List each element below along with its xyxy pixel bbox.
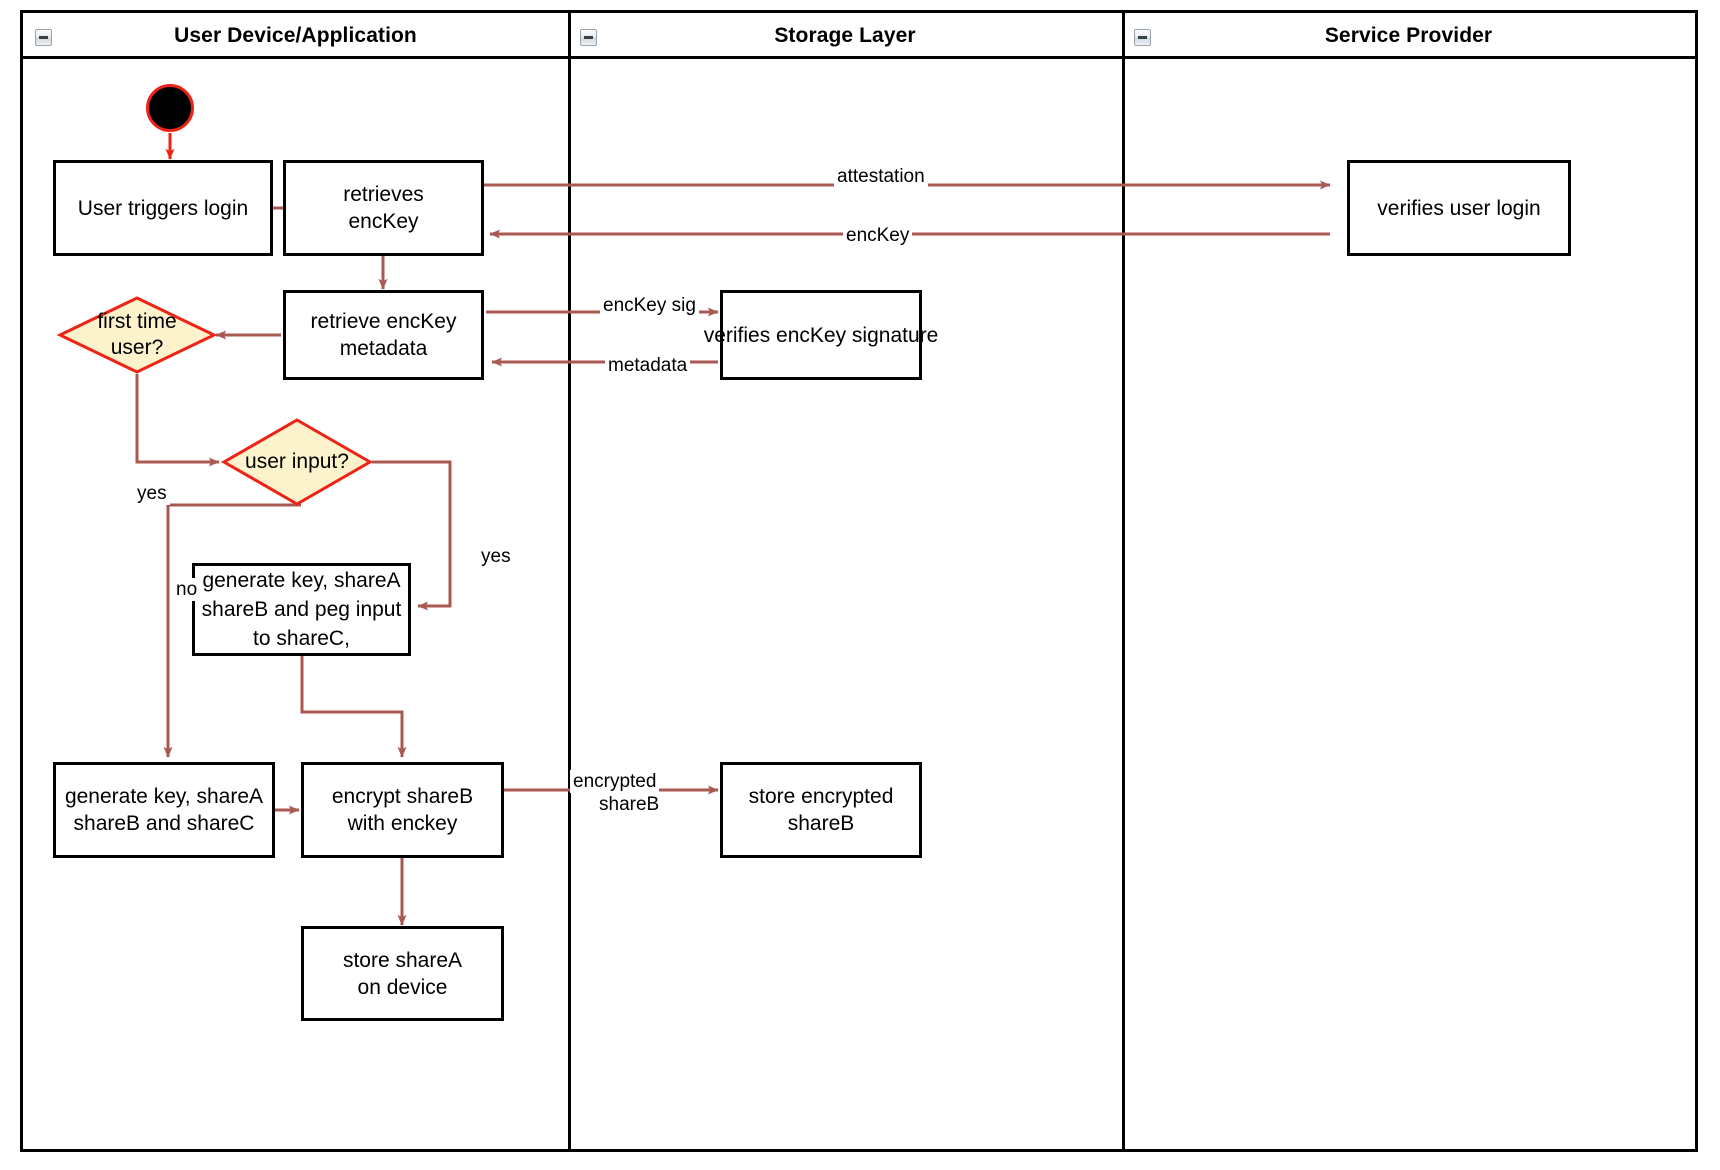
action-store-sharea-on-device[interactable]: store shareA on device	[301, 926, 504, 1021]
action-encrypt-shareb[interactable]: encrypt shareB with enckey	[301, 762, 504, 858]
action-label-line: on device	[357, 975, 448, 999]
action-label-line: shareB	[787, 812, 855, 835]
edge-label-yes-user-input: yes	[478, 545, 514, 568]
action-label-line: encKey	[348, 210, 419, 233]
action-label-line: User triggers login	[77, 196, 249, 220]
edge-label-attestation: attestation	[834, 165, 928, 188]
action-verifies-enckey-signature[interactable]: verifies encKey signature	[704, 290, 938, 380]
edge-label-encrypted-shareb-line1: encrypted	[570, 770, 660, 793]
decision-label-line: user?	[110, 336, 164, 359]
action-label-line: shareB and shareC	[73, 812, 255, 835]
action-label-line: verifies encKey signature	[703, 323, 939, 347]
action-label-line: encrypt shareB	[331, 785, 474, 808]
lane-header-service-provider: Service Provider	[1122, 13, 1695, 59]
swimlane-header-rule	[23, 56, 1695, 59]
diamond-shape	[56, 296, 218, 374]
edge-label-encrypted-shareb-line2: shareB	[596, 793, 663, 816]
action-user-triggers-login[interactable]: User triggers login	[53, 160, 273, 256]
action-retrieve-enckey-metadata[interactable]: retrieve encKey metadata	[283, 290, 484, 380]
edge-label-yes-first-time: yes	[134, 482, 170, 505]
edge-label-enckey-sig: encKey sig	[600, 294, 699, 317]
lane-divider-1	[568, 13, 571, 1149]
lane-header-user-device: User Device/Application	[23, 13, 568, 59]
decision-label: user input?	[245, 449, 349, 475]
lane-header-storage-layer: Storage Layer	[568, 13, 1122, 59]
edge-label-metadata: metadata	[605, 354, 691, 377]
action-label-line: store encrypted	[748, 785, 894, 808]
action-label-line: store shareA	[342, 948, 463, 972]
action-label-line: to shareC,	[253, 627, 350, 650]
action-label-line: retrieve encKey	[310, 310, 457, 333]
action-label-line: retrieves	[343, 183, 424, 206]
action-label-line: generate key, shareA	[64, 785, 264, 808]
collapse-minus-icon-service-provider[interactable]	[1134, 29, 1151, 46]
lane-title-storage-layer: Storage Layer	[774, 24, 916, 47]
edge-label-enckey: encKey	[843, 224, 913, 247]
action-label-line: shareB and peg input	[201, 598, 402, 621]
lane-divider-2	[1122, 13, 1125, 1149]
action-generate-key-shares[interactable]: generate key, shareA shareB and shareC	[53, 762, 275, 858]
action-retrieves-enckey[interactable]: retrieves encKey	[283, 160, 484, 256]
decision-user-input[interactable]: user input?	[220, 418, 374, 506]
action-verifies-user-login[interactable]: verifies user login	[1347, 160, 1571, 256]
edge-label-no-user-input: no	[173, 578, 201, 601]
initial-node	[146, 84, 194, 132]
lane-title-service-provider: Service Provider	[1324, 24, 1493, 47]
action-label-line: generate key, shareA	[202, 569, 401, 592]
lane-title-user-device: User Device/Application	[174, 24, 417, 47]
decision-first-time-user[interactable]: first time user?	[56, 296, 218, 374]
action-store-encrypted-shareb[interactable]: store encrypted shareB	[720, 762, 922, 858]
collapse-minus-icon-storage-layer[interactable]	[580, 29, 597, 46]
action-label-line: with enckey	[347, 812, 458, 835]
diamond-shape	[220, 418, 374, 506]
decision-label: first time user?	[97, 309, 176, 361]
collapse-minus-icon-user-device[interactable]	[35, 29, 52, 46]
decision-label-line: first time	[97, 310, 177, 333]
decision-label-line: user input?	[245, 450, 349, 473]
action-generate-key-peg-input[interactable]: generate key, shareA shareB and peg inpu…	[192, 563, 411, 656]
action-label-line: metadata	[339, 337, 428, 360]
action-label-line: verifies user login	[1377, 196, 1541, 220]
